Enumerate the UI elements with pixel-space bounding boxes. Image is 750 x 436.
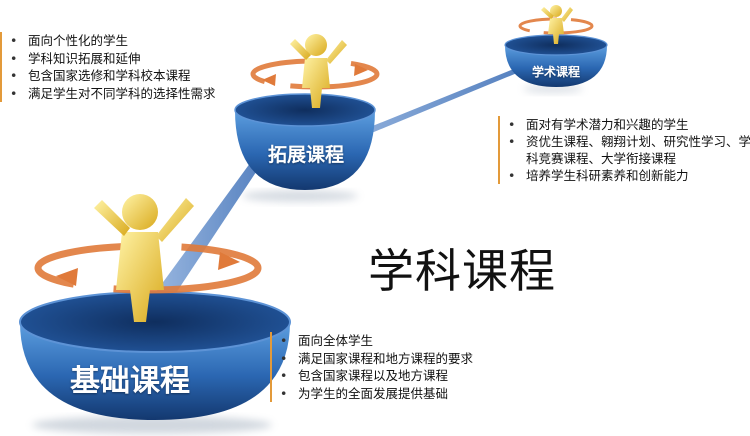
bullet-list-academic: 面对有学术潜力和兴趣的学生 资优生课程、翱翔计划、研究性学习、学科竞赛课程、大学… xyxy=(498,116,750,184)
list-item: 满足国家课程和地方课程的要求 xyxy=(278,350,578,368)
bullet-list-extended: 面向个性化的学生 学科知识拓展和延伸 包含国家选修和学科校本课程 满足学生对不同… xyxy=(0,32,293,102)
list-item: 包含国家选修和学科校本课程 xyxy=(8,67,293,85)
diagram-title: 学科课程 xyxy=(368,244,556,298)
list-item: 培养学生科研素养和创新能力 xyxy=(506,167,750,184)
person-figure-icon xyxy=(94,194,194,322)
bowl-academic xyxy=(504,34,608,87)
bowl-label-extended: 拓展课程 xyxy=(268,144,345,166)
person-figure-icon xyxy=(290,34,347,108)
list-item: 包含国家课程以及地方课程 xyxy=(278,367,578,385)
list-item: 满足学生对不同学科的选择性需求 xyxy=(8,85,293,103)
list-item: 面对有学术潜力和兴趣的学生 xyxy=(506,116,750,133)
list-item: 为学生的全面发展提供基础 xyxy=(278,385,578,403)
list-item: 面向全体学生 xyxy=(278,332,578,350)
bowl-label-academic: 学术课程 xyxy=(532,65,581,79)
bowl-extended xyxy=(234,93,376,190)
list-item: 面向个性化的学生 xyxy=(8,32,293,50)
bowl-label-basic: 基础课程 xyxy=(70,364,190,399)
list-item: 资优生课程、翱翔计划、研究性学习、学科竞赛课程、大学衔接课程 xyxy=(506,133,750,167)
bullet-list-basic: 面向全体学生 满足国家课程和地方课程的要求 包含国家课程以及地方课程 为学生的全… xyxy=(270,332,578,402)
person-figure-icon xyxy=(541,5,573,44)
list-item: 学科知识拓展和延伸 xyxy=(8,50,293,68)
